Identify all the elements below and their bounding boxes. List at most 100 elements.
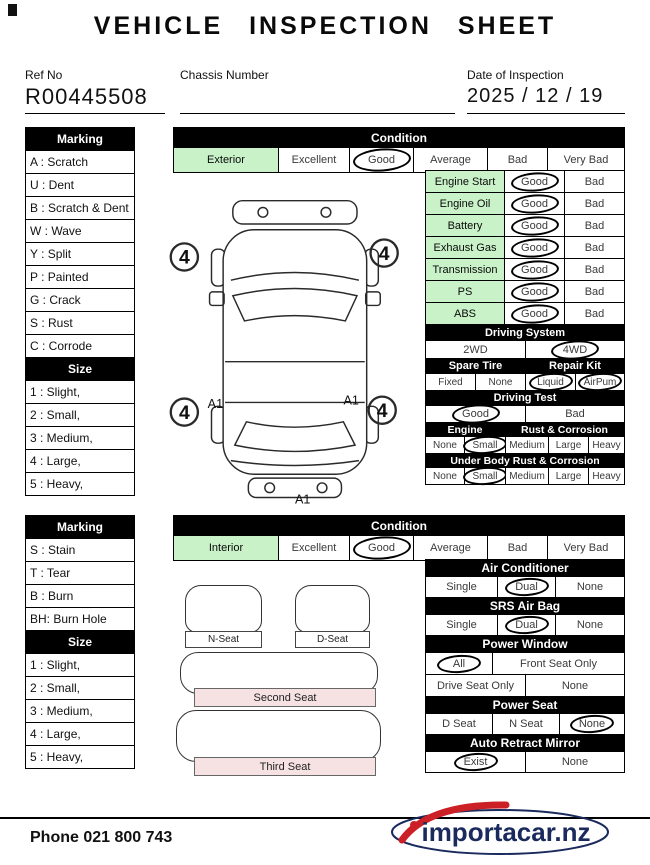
underbody-rust-option: Large (549, 468, 588, 484)
check-label: Transmission (426, 259, 504, 280)
exterior-size-header: Size (26, 358, 134, 380)
mechanical-checks-panel: Engine Start Good Bad Engine Oil Good Ba… (425, 170, 625, 485)
power-seat-header: Power Seat (426, 697, 624, 713)
check-bad: Bad (565, 281, 624, 302)
interior-equipment-panel: Air Conditioner Single Dual None SRS Air… (425, 559, 625, 773)
importacar-logo: importacar.nz (388, 792, 638, 862)
auto-retract-mirror-header: Auto Retract Mirror (426, 735, 624, 751)
size-item: 4 : Large, (26, 450, 134, 472)
marking-item: S : Stain (26, 539, 134, 561)
air-conditioner-option: Single (426, 577, 497, 597)
size-item: 3 : Medium, (26, 700, 134, 722)
marking-item: U : Dent (26, 174, 134, 196)
size-item: 2 : Small, (26, 677, 134, 699)
interior-option: Very Bad (548, 536, 624, 560)
n-seat-shape (185, 585, 262, 633)
marking-item: G : Crack (26, 289, 134, 311)
right-mirror (364, 291, 381, 307)
marking-item: BH: Burn Hole (26, 608, 134, 630)
check-good-selected: Good (505, 193, 564, 214)
interior-option-selected: Good (350, 536, 413, 560)
third-seat-label: Third Seat (194, 757, 376, 776)
auto-retract-mirror-selected: Exist (426, 752, 525, 772)
check-label: Engine Start (426, 171, 504, 192)
marking-item: A : Scratch (26, 151, 134, 173)
second-seat-label: Second Seat (194, 688, 376, 707)
check-bad: Bad (565, 171, 624, 192)
chassis-number-label: Chassis Number (180, 68, 269, 82)
driving-test-selected: Good (426, 406, 525, 422)
logo-swoosh (398, 801, 510, 844)
air-conditioner-option: None (556, 577, 624, 597)
repair-kit-selected: AirPum (576, 374, 624, 390)
damage-marker-number: 4 (377, 400, 388, 422)
driving-system-header: Driving System (426, 325, 624, 340)
car-body (222, 229, 368, 475)
damage-marker-number: 4 (379, 243, 390, 265)
interior-condition-header: Condition (174, 516, 624, 535)
size-item: 1 : Slight, (26, 654, 134, 676)
power-seat-selected: None (560, 714, 624, 734)
engine-rust-header-left: Engine (426, 423, 504, 436)
exterior-option: Bad (488, 148, 547, 172)
third-seat-shape (176, 710, 381, 762)
ref-no-label: Ref No (25, 68, 63, 82)
marking-item: B : Scratch & Dent (26, 197, 134, 219)
check-label: Battery (426, 215, 504, 236)
air-conditioner-header: Air Conditioner (426, 560, 624, 576)
size-item: 2 : Small, (26, 404, 134, 426)
exterior-option: Very Bad (548, 148, 624, 172)
n-seat-label: N-Seat (185, 631, 262, 648)
damage-area-label: A1 (208, 397, 223, 411)
marking-item: Y : Split (26, 243, 134, 265)
interior-marking-table: Marking S : Stain T : Tear B : Burn BH: … (25, 515, 135, 769)
size-item: 1 : Slight, (26, 381, 134, 403)
damage-marker-number: 4 (179, 402, 190, 424)
marking-item: C : Corrode (26, 335, 134, 357)
exterior-option-selected: Good (350, 148, 413, 172)
ref-no-underline (25, 113, 165, 114)
power-window-selected: All (426, 653, 492, 674)
interior-marking-header: Marking (26, 516, 134, 538)
check-label: Exhaust Gas (426, 237, 504, 258)
check-label: ABS (426, 303, 504, 324)
spare-tire-option: None (476, 374, 525, 390)
power-window-header: Power Window (426, 636, 624, 652)
size-item: 5 : Heavy, (26, 746, 134, 768)
inspection-date-value: 2025 / 12 / 19 (467, 85, 604, 107)
size-item: 4 : Large, (26, 723, 134, 745)
underbody-rust-option: Heavy (589, 468, 624, 484)
interior-condition-table: Condition Interior Excellent Good Averag… (173, 515, 625, 561)
exterior-row-label: Exterior (174, 148, 278, 172)
front-bumper (232, 199, 358, 225)
driving-system-option: 2WD (426, 341, 525, 358)
interior-option: Bad (488, 536, 547, 560)
check-label: PS (426, 281, 504, 302)
srs-airbag-option: Single (426, 615, 497, 635)
page-title: VEHICLE INSPECTION SHEET (93, 12, 557, 40)
underbody-rust-header: Under Body Rust & Corrosion (426, 454, 624, 467)
size-item: 3 : Medium, (26, 427, 134, 449)
srs-airbag-option: None (556, 615, 624, 635)
damage-area-label: A1 (295, 492, 310, 506)
power-window-option: None (526, 675, 624, 696)
size-item: 5 : Heavy, (26, 473, 134, 495)
driving-test-header: Driving Test (426, 391, 624, 405)
check-good-selected: Good (505, 171, 564, 192)
check-bad: Bad (565, 237, 624, 258)
marking-item: S : Rust (26, 312, 134, 334)
left-mirror (208, 291, 225, 307)
air-conditioner-selected: Dual (498, 577, 555, 597)
scan-corner-mark (8, 4, 17, 16)
spare-tire-header: Spare Tire (426, 359, 525, 373)
repair-kit-header: Repair Kit (526, 359, 624, 373)
check-bad: Bad (565, 215, 624, 236)
check-label: Engine Oil (426, 193, 504, 214)
check-good-selected: Good (505, 259, 564, 280)
underbody-rust-selected: Small (465, 468, 505, 484)
check-good-selected: Good (505, 237, 564, 258)
srs-airbag-selected: Dual (498, 615, 555, 635)
power-window-option: Front Seat Only (493, 653, 624, 674)
engine-rust-selected: Small (465, 437, 505, 453)
